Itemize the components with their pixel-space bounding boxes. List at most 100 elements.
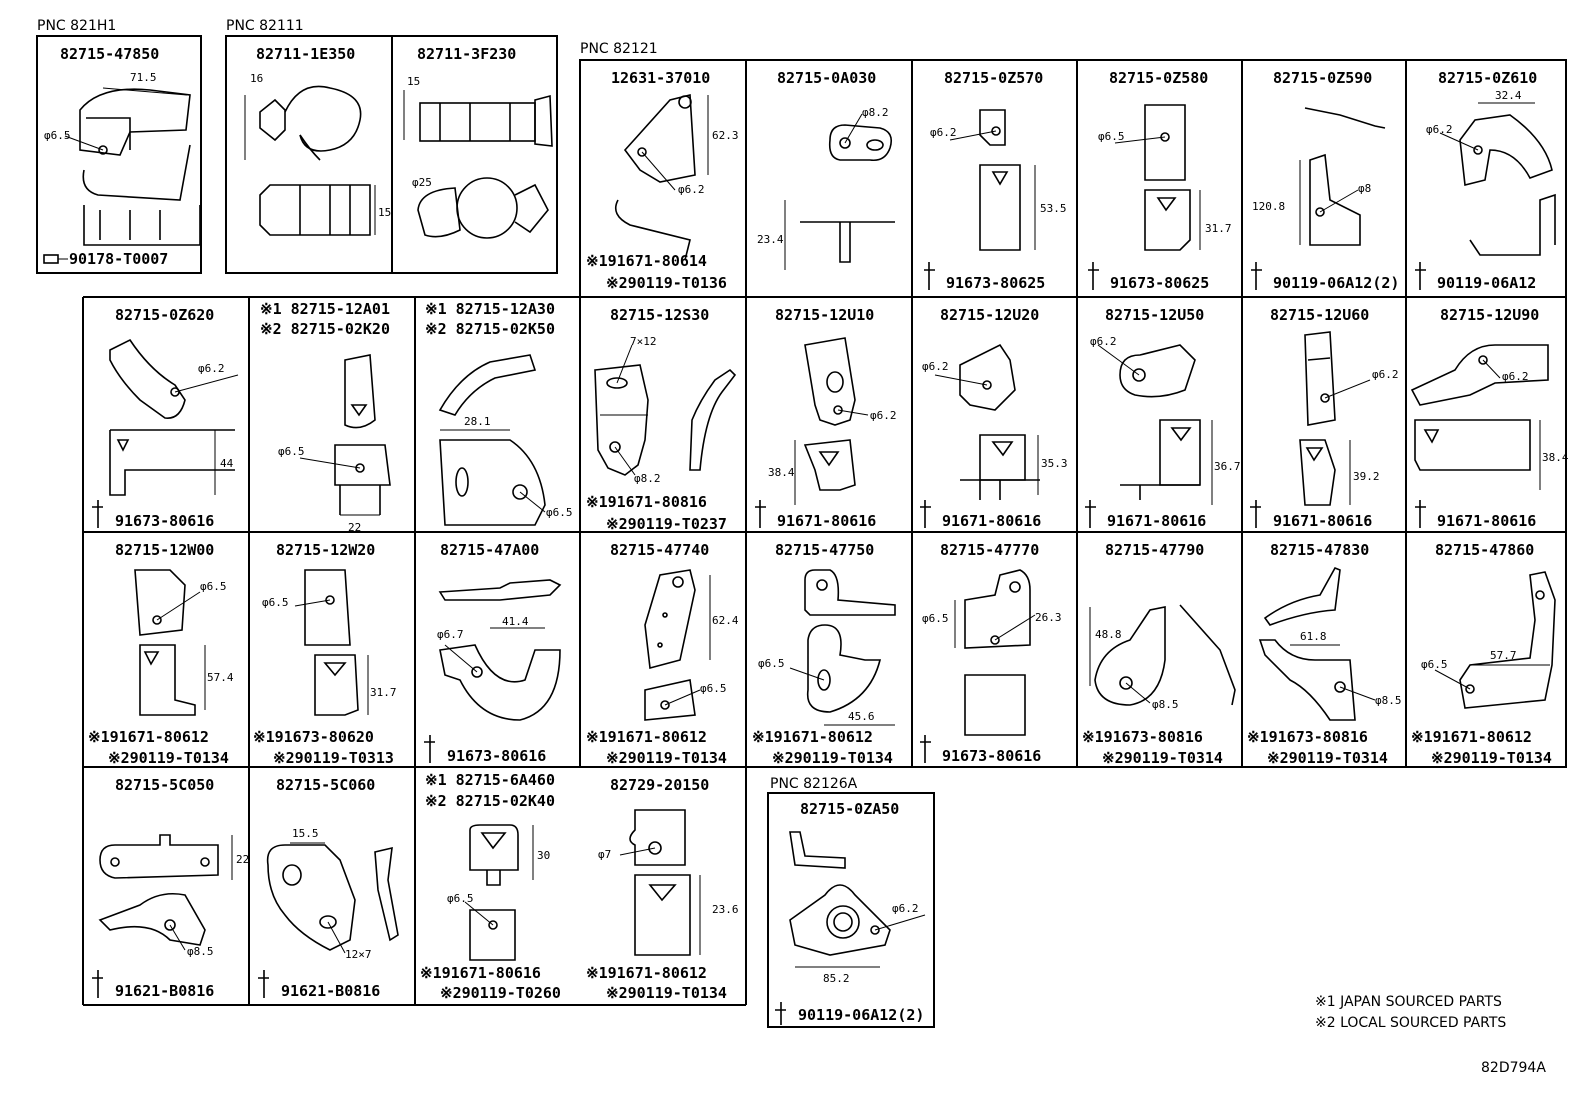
- svg-text:32.4: 32.4: [1495, 89, 1522, 102]
- svg-text:7×12: 7×12: [630, 335, 657, 348]
- cell-12631-37010: 12631-37010 62.3 φ6.2 ※191671-80614 ※290…: [586, 69, 739, 292]
- cell-82715-0z620: 82715-0Z620 φ6.2 44 91673-80616: [92, 306, 239, 530]
- cell-82711-3f230: 82711-3F230 15 φ25: [403, 45, 553, 239]
- cell-82715-12u20: 82715-12U20 φ6.2 35.3 91671-80616: [920, 306, 1068, 530]
- svg-text:38.4: 38.4: [1542, 451, 1569, 464]
- bolt-number-2: ※290119-T0134: [606, 984, 727, 1002]
- svg-text:φ6.5: φ6.5: [262, 596, 289, 609]
- bolt-number-1: ※191671-80612: [586, 728, 707, 746]
- cell-82715-5c060: 82715-5C060 15.5 12×7 91621-B0816: [258, 776, 399, 1000]
- part-number: 82715-0Z570: [944, 69, 1043, 87]
- svg-text:36.7: 36.7: [1214, 460, 1241, 473]
- svg-text:28.1: 28.1: [464, 415, 491, 428]
- svg-text:22: 22: [236, 853, 249, 866]
- part-number: 82711-1E350: [256, 45, 355, 63]
- bolt-number-1: ※191673-80816: [1247, 728, 1368, 746]
- svg-text:16: 16: [250, 72, 263, 85]
- svg-text:φ6.2: φ6.2: [198, 362, 225, 375]
- svg-text:φ6.5: φ6.5: [546, 506, 573, 519]
- svg-text:φ8.5: φ8.5: [187, 945, 214, 958]
- svg-text:45.6: 45.6: [848, 710, 875, 723]
- part-number: 82715-47A00: [440, 541, 539, 559]
- part-number: 82715-12U50: [1105, 306, 1204, 324]
- part-number: 82715-12U60: [1270, 306, 1369, 324]
- cell-82715-47770: 82715-47770 26.3 φ6.5 91673-80616: [920, 541, 1062, 765]
- bolt-number: 91671-80616: [1107, 512, 1206, 530]
- bolt-number-2: ※290119-T0136: [606, 274, 727, 292]
- part-number-1: ※1 82715-12A30: [425, 300, 555, 318]
- pnc-label-82121: PNC 82121: [580, 41, 658, 57]
- bolt-number-2: ※290119-T0134: [1431, 749, 1552, 767]
- svg-text:φ8.5: φ8.5: [1375, 694, 1402, 707]
- bolt-number: 90178-T0007: [69, 250, 168, 268]
- pnc-label-821h1: PNC 821H1: [37, 18, 116, 34]
- bolt-number: 91671-80616: [1437, 512, 1536, 530]
- svg-text:φ8: φ8: [1358, 182, 1371, 195]
- part-number: 82715-5C060: [276, 776, 375, 794]
- part-number: 82715-47750: [775, 541, 874, 559]
- bolt-number: 90119-06A12: [1437, 274, 1536, 292]
- svg-text:23.6: 23.6: [712, 903, 739, 916]
- svg-text:φ6.5: φ6.5: [922, 612, 949, 625]
- svg-text:φ6.5: φ6.5: [200, 580, 227, 593]
- part-number-1: ※1 82715-6A460: [425, 771, 555, 789]
- svg-text:120.8: 120.8: [1252, 200, 1285, 213]
- part-number-2: ※2 82715-02K20: [260, 320, 390, 338]
- cell-82715-47790: 82715-47790 φ8.5 48.8 ※191673-80816 ※290…: [1082, 541, 1236, 767]
- svg-text:23.4: 23.4: [757, 233, 784, 246]
- svg-text:31.7: 31.7: [1205, 222, 1232, 235]
- svg-text:22: 22: [348, 521, 361, 534]
- svg-text:31.7: 31.7: [370, 686, 397, 699]
- svg-text:15: 15: [407, 75, 420, 88]
- cell-82715-47860: 82715-47860 φ6.5 57.7 ※191671-80612 ※290…: [1411, 541, 1556, 767]
- svg-text:φ6.5: φ6.5: [278, 445, 305, 458]
- svg-text:26.3: 26.3: [1035, 611, 1062, 624]
- cell-82715-0z580: 82715-0Z580 φ6.5 31.7 91673-80625: [1088, 69, 1232, 292]
- part-number: 82715-47790: [1105, 541, 1204, 559]
- part-number: 82715-12W20: [276, 541, 375, 559]
- svg-text:φ6.2: φ6.2: [930, 126, 957, 139]
- part-number: 82711-3F230: [417, 45, 516, 63]
- svg-text:φ6.5: φ6.5: [1421, 658, 1448, 671]
- cell-82715-0z570: 82715-0Z570 φ6.2 53.5 91673-80625: [924, 69, 1067, 292]
- part-number: 82715-0Z590: [1273, 69, 1372, 87]
- bolt-number: 91671-80616: [1273, 512, 1372, 530]
- svg-text:38.4: 38.4: [768, 466, 795, 479]
- svg-text:φ6.2: φ6.2: [1502, 370, 1529, 383]
- svg-text:48.8: 48.8: [1095, 628, 1122, 641]
- bolt-number: 90119-06A12(2): [1273, 274, 1399, 292]
- svg-text:φ6.5: φ6.5: [758, 657, 785, 670]
- bolt-number-2: ※290119-T0134: [606, 749, 727, 767]
- cell-82715-0za50: 82715-0ZA50 φ6.2 85.2 90119-06A12(2): [775, 800, 926, 1025]
- svg-text:35.3: 35.3: [1041, 457, 1068, 470]
- part-number: 82715-47830: [1270, 541, 1369, 559]
- bolt-number-1: ※191671-80614: [586, 252, 707, 270]
- svg-text:62.4: 62.4: [712, 614, 739, 627]
- part-number: 82715-47740: [610, 541, 709, 559]
- cell-82715-12a30: ※1 82715-12A30 ※2 82715-02K50 28.1 φ6.5: [425, 300, 573, 526]
- cell-82715-12u60: 82715-12U60 φ6.2 39.2 91671-80616: [1250, 306, 1399, 530]
- svg-text:φ8.5: φ8.5: [1152, 698, 1179, 711]
- cell-82715-0z610: 82715-0Z610 32.4 φ6.2 90119-06A12: [1415, 69, 1556, 292]
- bolt-number-1: ※191671-80612: [586, 964, 707, 982]
- bolt-number: 91621-B0816: [281, 982, 380, 1000]
- svg-text:15: 15: [378, 206, 391, 219]
- svg-text:φ6.2: φ6.2: [1426, 123, 1453, 136]
- cell-82715-12u50: 82715-12U50 φ6.2 36.7 91671-80616: [1085, 306, 1241, 530]
- part-number-2: ※2 82715-02K40: [425, 792, 555, 810]
- bolt-number: 91621-B0816: [115, 982, 214, 1000]
- svg-text:57.4: 57.4: [207, 671, 234, 684]
- svg-text:39.2: 39.2: [1353, 470, 1380, 483]
- part-number: 82715-0Z620: [115, 306, 214, 324]
- part-number: 82715-12U90: [1440, 306, 1539, 324]
- svg-text:φ6.2: φ6.2: [678, 183, 705, 196]
- bolt-number-2: ※290119-T0134: [108, 749, 229, 767]
- group-frames: [36, 35, 1567, 1028]
- cell-82715-12w00: 82715-12W00 φ6.5 57.4 ※191671-80612 ※290…: [88, 541, 234, 767]
- part-number: 82715-12U20: [940, 306, 1039, 324]
- bolt-number: 90119-06A12(2): [798, 1006, 924, 1024]
- svg-text:φ7: φ7: [598, 848, 611, 861]
- svg-text:φ6.5: φ6.5: [44, 129, 71, 142]
- svg-text:φ6.2: φ6.2: [1090, 335, 1117, 348]
